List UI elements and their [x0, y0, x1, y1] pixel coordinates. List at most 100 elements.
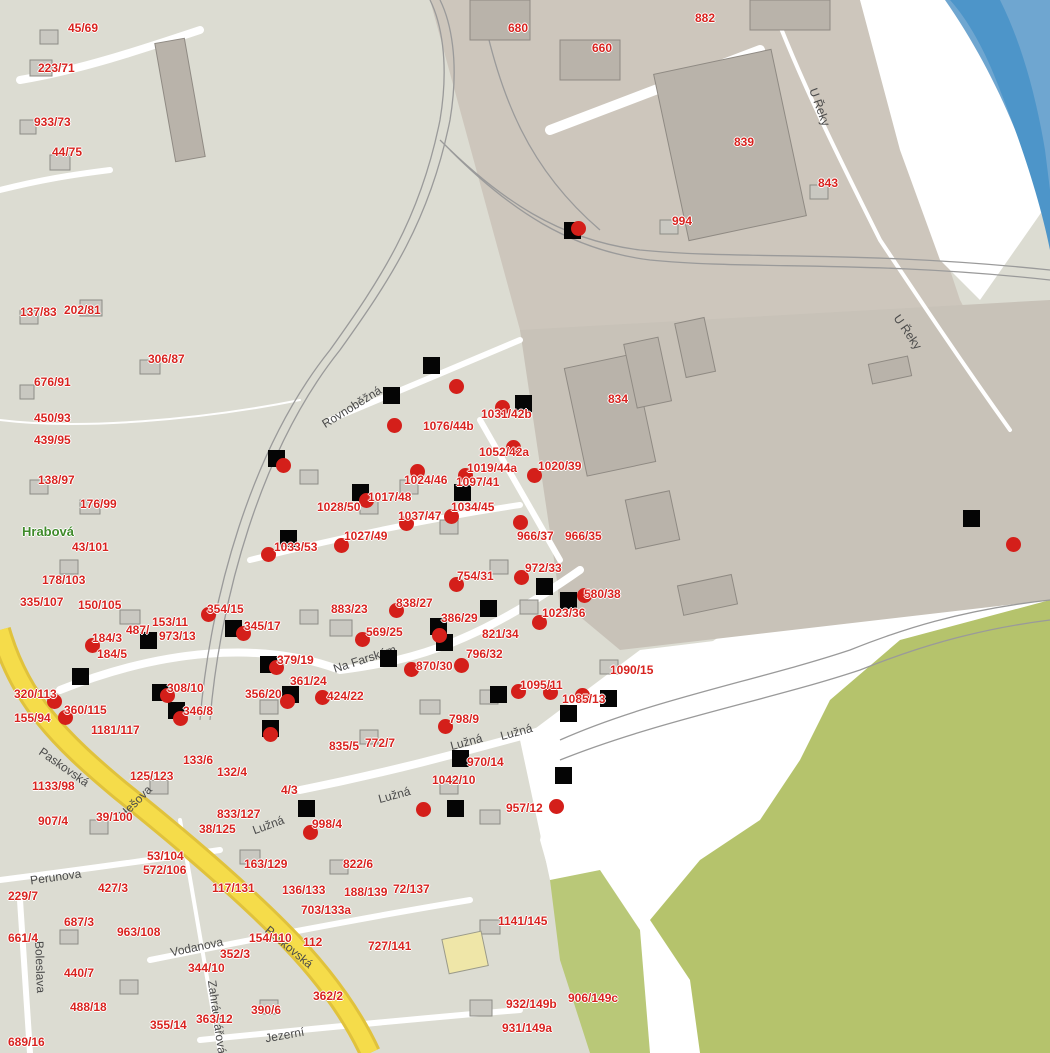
red-dot-marker[interactable] [511, 684, 526, 699]
red-dot-marker[interactable] [458, 468, 473, 483]
black-square-marker[interactable] [280, 530, 297, 547]
parcel-label: 998/4 [312, 817, 343, 831]
red-dot-marker[interactable] [438, 719, 453, 734]
black-square-marker[interactable] [963, 510, 980, 527]
parcel-label: 1037/47 [398, 509, 442, 523]
black-square-marker[interactable] [560, 592, 577, 609]
parcel-label: 153/11 [152, 615, 189, 629]
red-dot-marker[interactable] [387, 418, 402, 433]
parcel-label: 176/99 [80, 497, 117, 511]
parcel-label: 188/139 [344, 885, 388, 899]
parcel-label: 155/94 [14, 711, 51, 725]
parcel-label: 125/123 [130, 769, 174, 783]
red-dot-marker[interactable] [261, 547, 276, 562]
red-dot-marker[interactable] [85, 638, 100, 653]
red-dot-marker[interactable] [389, 603, 404, 618]
black-square-marker[interactable] [555, 767, 572, 784]
parcel-label: 843 [818, 176, 839, 190]
parcel-label: 772/7 [365, 736, 396, 750]
red-dot-marker[interactable] [410, 464, 425, 479]
parcel-label: 229/7 [8, 889, 39, 903]
red-dot-marker[interactable] [495, 400, 510, 415]
parcel-label: 970/14 [467, 755, 504, 769]
black-square-marker[interactable] [72, 668, 89, 685]
parcel-label: 320/113 [14, 687, 57, 701]
red-dot-marker[interactable] [444, 509, 459, 524]
parcel-label: 53/104 [147, 849, 184, 863]
black-square-marker[interactable] [447, 800, 464, 817]
black-square-marker[interactable] [140, 632, 157, 649]
parcel-label: 450/93 [34, 411, 71, 425]
parcel-label: 1141/145 [498, 914, 548, 928]
red-dot-marker[interactable] [514, 570, 529, 585]
parcel-label: 1034/45 [451, 500, 495, 514]
red-dot-marker[interactable] [432, 628, 447, 643]
parcel-label: 931/149a [502, 1021, 553, 1035]
black-square-marker[interactable] [454, 484, 471, 501]
red-dot-marker[interactable] [532, 615, 547, 630]
black-square-marker[interactable] [423, 357, 440, 374]
black-square-marker[interactable] [383, 387, 400, 404]
red-dot-marker[interactable] [359, 493, 374, 508]
red-dot-marker[interactable] [1006, 537, 1021, 552]
red-dot-marker[interactable] [449, 577, 464, 592]
parcel-label: 344/10 [188, 961, 225, 975]
parcel-label: 966/35 [565, 529, 602, 543]
parcel-label: 1133/98 [32, 779, 75, 793]
red-dot-marker[interactable] [315, 690, 330, 705]
red-dot-marker[interactable] [575, 688, 590, 703]
red-dot-marker[interactable] [399, 516, 414, 531]
black-square-marker[interactable] [490, 686, 507, 703]
red-dot-marker[interactable] [201, 607, 216, 622]
parcel-label: 580/38 [584, 587, 621, 601]
parcel-label: 386/29 [441, 611, 478, 625]
red-dot-marker[interactable] [449, 379, 464, 394]
parcel-label: 427/3 [98, 881, 129, 895]
parcel-label: 202/81 [64, 303, 101, 317]
red-dot-marker[interactable] [513, 515, 528, 530]
red-dot-marker[interactable] [454, 658, 469, 673]
red-dot-marker[interactable] [269, 660, 284, 675]
red-dot-marker[interactable] [303, 825, 318, 840]
black-square-marker[interactable] [600, 690, 617, 707]
parcel-label: 223/71 [38, 61, 75, 75]
red-dot-marker[interactable] [160, 688, 175, 703]
black-square-marker[interactable] [298, 800, 315, 817]
red-dot-marker[interactable] [276, 458, 291, 473]
red-dot-marker[interactable] [543, 685, 558, 700]
red-dot-marker[interactable] [549, 799, 564, 814]
red-dot-marker[interactable] [355, 632, 370, 647]
parcel-label: 360/115 [64, 703, 107, 717]
red-dot-marker[interactable] [263, 727, 278, 742]
red-dot-marker[interactable] [571, 221, 586, 236]
red-dot-marker[interactable] [58, 710, 73, 725]
street-label-boleslava: Boleslava [32, 940, 48, 994]
black-square-marker[interactable] [536, 578, 553, 595]
black-square-marker[interactable] [515, 395, 532, 412]
parcel-label: 661/4 [8, 931, 39, 945]
parcel-label: 727/141 [368, 939, 412, 953]
black-square-marker[interactable] [560, 705, 577, 722]
parcel-label: 308/10 [167, 681, 204, 695]
black-square-marker[interactable] [480, 600, 497, 617]
parcel-label: 754/31 [457, 569, 494, 583]
parcel-label: 703/133a [301, 903, 352, 917]
parcel-label: 43/101 [72, 540, 109, 554]
black-square-marker[interactable] [452, 750, 469, 767]
red-dot-marker[interactable] [416, 802, 431, 817]
parcel-label: 994 [672, 214, 693, 228]
red-dot-marker[interactable] [577, 588, 592, 603]
red-dot-marker[interactable] [506, 440, 521, 455]
black-square-marker[interactable] [380, 650, 397, 667]
red-dot-marker[interactable] [527, 468, 542, 483]
red-dot-marker[interactable] [47, 694, 62, 709]
parcel-label: 1052/42a [479, 445, 530, 459]
red-dot-marker[interactable] [280, 694, 295, 709]
red-dot-marker[interactable] [334, 538, 349, 553]
red-dot-marker[interactable] [404, 662, 419, 677]
parcel-label: 184/3 [92, 631, 123, 645]
red-dot-marker[interactable] [173, 711, 188, 726]
red-dot-marker[interactable] [236, 626, 251, 641]
parcel-label: 835/5 [329, 739, 360, 753]
